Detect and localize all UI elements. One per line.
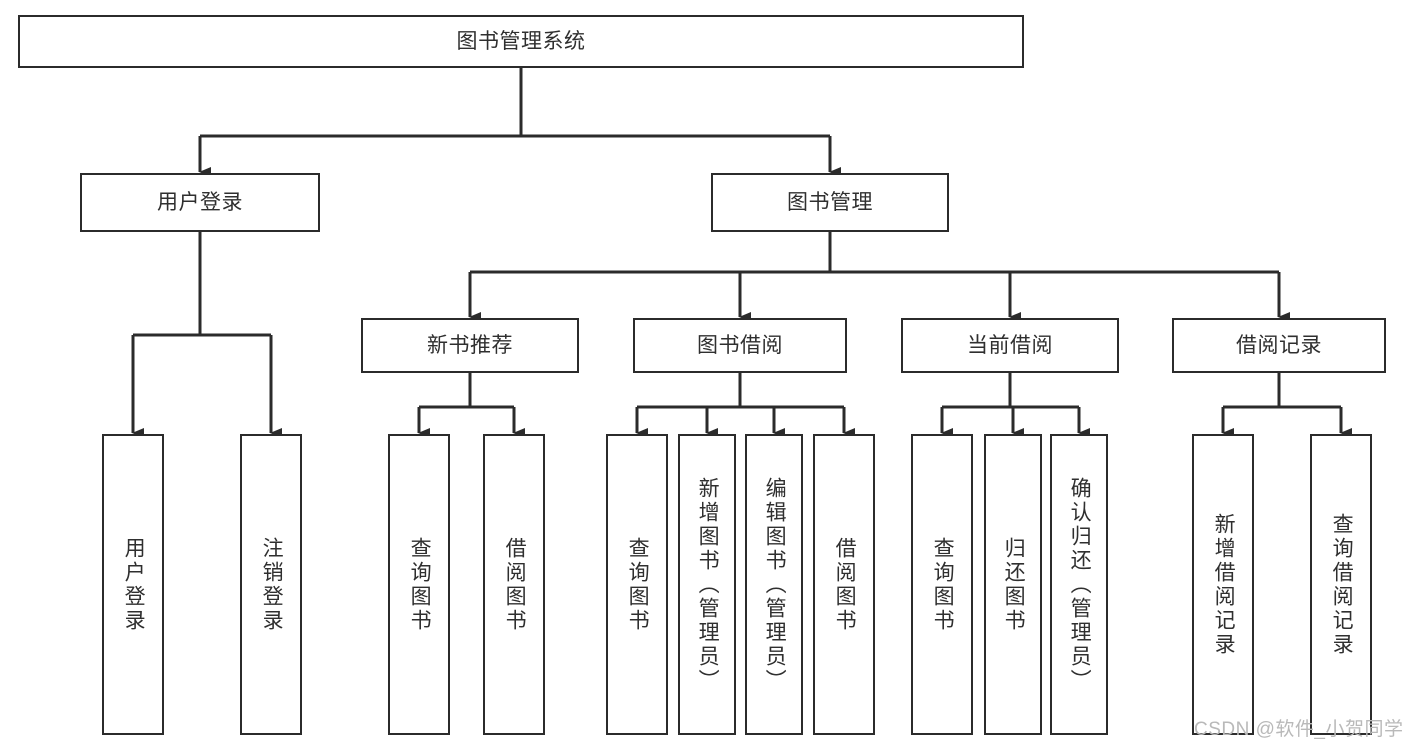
node-level2-user-login[interactable]: 用户登录 — [80, 173, 320, 232]
node-level3-borrow-record[interactable]: 借阅记录 — [1172, 318, 1386, 373]
node-leaf-leaf-logout[interactable]: 注销登录 — [240, 434, 302, 735]
node-label: 注销登录 — [260, 536, 284, 633]
node-leaf-leaf-query-record[interactable]: 查询借阅记录 — [1310, 434, 1372, 735]
node-leaf-leaf-query-book-2[interactable]: 查询图书 — [606, 434, 668, 735]
node-label: 用户登录 — [122, 536, 146, 633]
node-level3-current-borrow[interactable]: 当前借阅 — [901, 318, 1119, 373]
node-label: 用户登录 — [157, 190, 243, 214]
node-label: 编辑图书（管理员） — [763, 476, 787, 693]
node-label: 图书管理 — [787, 190, 873, 214]
node-leaf-leaf-borrow-book-2[interactable]: 借阅图书 — [813, 434, 875, 735]
node-label: 当前借阅 — [967, 333, 1053, 357]
node-label: 图书管理系统 — [456, 29, 586, 53]
node-root-root[interactable]: 图书管理系统 — [18, 15, 1024, 68]
node-label: 查询图书 — [408, 536, 432, 633]
node-leaf-leaf-edit-book[interactable]: 编辑图书（管理员） — [745, 434, 803, 735]
node-label: 查询图书 — [626, 536, 650, 633]
node-leaf-leaf-query-book-3[interactable]: 查询图书 — [911, 434, 973, 735]
node-label: 新增借阅记录 — [1212, 512, 1236, 657]
node-label: 借阅图书 — [503, 536, 527, 633]
node-label: 查询图书 — [931, 536, 955, 633]
node-level3-book-borrow[interactable]: 图书借阅 — [633, 318, 847, 373]
node-level3-new-book-rec[interactable]: 新书推荐 — [361, 318, 579, 373]
node-leaf-leaf-add-book[interactable]: 新增图书（管理员） — [678, 434, 736, 735]
node-label: 新书推荐 — [427, 333, 513, 357]
node-label: 查询借阅记录 — [1330, 512, 1354, 657]
node-label: 新增图书（管理员） — [696, 476, 720, 693]
csdn-watermark: CSDN @软件_小贺同学 — [1194, 719, 1404, 740]
node-leaf-leaf-confirm-return[interactable]: 确认归还（管理员） — [1050, 434, 1108, 735]
node-label: 归还图书 — [1002, 536, 1026, 633]
node-leaf-leaf-return-book[interactable]: 归还图书 — [984, 434, 1042, 735]
node-leaf-leaf-query-book-1[interactable]: 查询图书 — [388, 434, 450, 735]
node-leaf-leaf-user-login[interactable]: 用户登录 — [102, 434, 164, 735]
node-level2-book-manage[interactable]: 图书管理 — [711, 173, 949, 232]
node-label: 借阅图书 — [833, 536, 857, 633]
node-label: 借阅记录 — [1236, 333, 1322, 357]
node-leaf-leaf-borrow-book-1[interactable]: 借阅图书 — [483, 434, 545, 735]
node-label: 确认归还（管理员） — [1068, 476, 1092, 693]
node-label: 图书借阅 — [697, 333, 783, 357]
node-leaf-leaf-add-record[interactable]: 新增借阅记录 — [1192, 434, 1254, 735]
